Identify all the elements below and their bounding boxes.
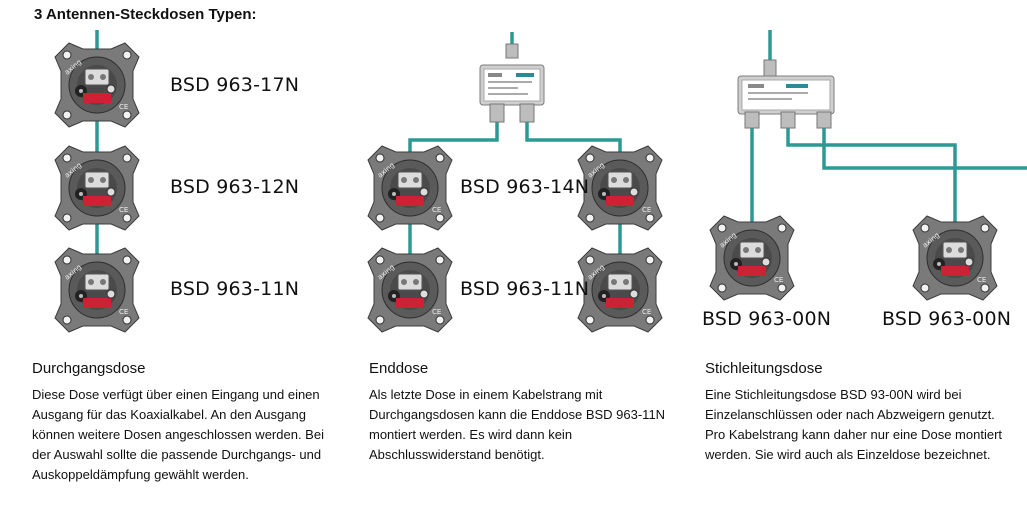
socket-label: BSD 963-00N [702,308,832,330]
antenna-socket-icon [54,247,140,333]
section-text: Diese Dose verfügt über einen Eingang un… [32,387,324,482]
antenna-socket-icon [709,215,795,301]
splitter-icon [479,43,545,123]
section-text: Eine Stichleitungsdose BSD 93-00N wird b… [705,387,1003,462]
antenna-socket-icon [54,42,140,128]
socket-label: BSD 963-14N [460,176,590,198]
section-heading: Stichleitungsdose [705,360,823,377]
antenna-socket-icon [54,145,140,231]
section-heading: Enddose [369,360,429,377]
antenna-socket-icon [577,247,663,333]
socket-label: BSD 963-11N [460,278,590,300]
wiring-diagram: axing CE [54,30,1027,333]
description-stichleitungsdose: Stichleitungsdose Eine Stichleitungsdose… [705,360,1005,465]
section-heading: Durchgangsdose [32,360,146,377]
description-enddose: Enddose Als letzte Dose in einem Kabelst… [369,360,669,465]
splitter-icon [737,59,835,129]
socket-label: BSD 963-00N [882,308,1012,330]
socket-label: BSD 963-11N [170,278,300,300]
description-durchgangsdose: Durchgangsdose Diese Dose verfügt über e… [32,360,342,485]
page-title: 3 Antennen-Steckdosen Typen: [34,6,257,23]
antenna-socket-icon [367,247,453,333]
section-text: Als letzte Dose in einem Kabelstrang mit… [369,387,666,462]
antenna-socket-icon [367,145,453,231]
antenna-socket-icon [912,215,998,301]
antenna-socket-icon [577,145,663,231]
socket-label: BSD 963-17N [170,74,300,96]
socket-label: BSD 963-12N [170,176,300,198]
